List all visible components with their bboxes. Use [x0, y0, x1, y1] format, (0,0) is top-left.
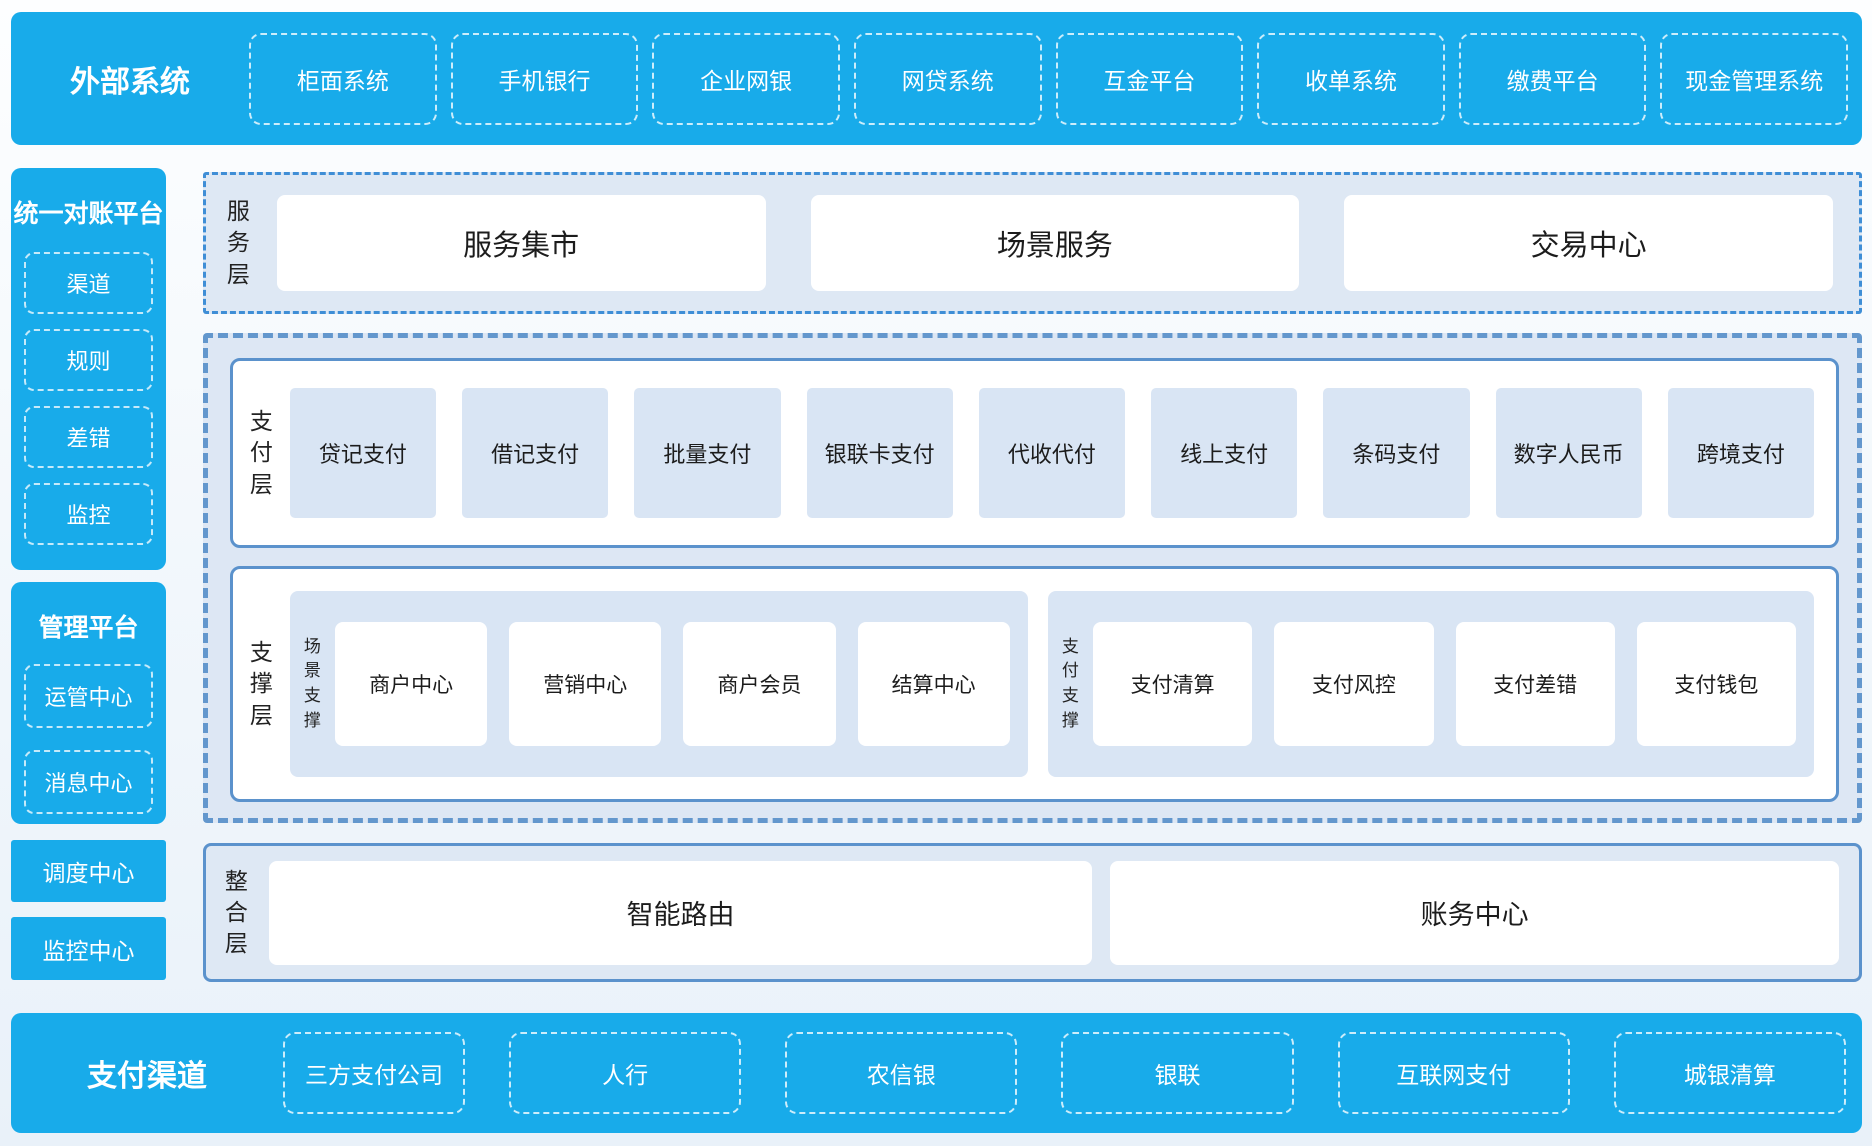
- payment-layer-label: 支付层: [249, 408, 273, 497]
- core-layers-container: 支付层 贷记支付 借记支付 批量支付 银联卡支付 代收代付 线上支付 条码支付 …: [203, 333, 1862, 823]
- channel-pboc: 人行: [509, 1032, 742, 1114]
- external-system-online-loan: 网贷系统: [853, 32, 1042, 125]
- payment-clearing-box: 支付清算: [1092, 622, 1253, 746]
- service-market-box: 服务集市: [276, 195, 766, 291]
- merchant-member-box: 商户会员: [683, 622, 836, 746]
- channel-rural-credit: 农信银: [785, 1032, 1018, 1114]
- service-layer-items: 服务集市 场景服务 交易中心: [276, 195, 1833, 291]
- online-payment-box: 线上支付: [1151, 388, 1298, 518]
- external-systems-title: 外部系统: [70, 65, 190, 99]
- integration-layer-label: 整合层: [224, 867, 248, 957]
- external-system-fee-payment: 缴费平台: [1458, 32, 1647, 125]
- debit-payment-box: 借记支付: [462, 388, 609, 518]
- scene-support-label: 场景支撑: [303, 636, 321, 730]
- dispatch-center-box: 调度中心: [11, 840, 166, 902]
- collection-payment-box: 代收代付: [978, 388, 1125, 518]
- payment-layer-items: 贷记支付 借记支付 批量支付 银联卡支付 代收代付 线上支付 条码支付 数字人民…: [289, 388, 1814, 518]
- reconciliation-platform-panel: 统一对账平台 渠道 规则 差错 监控: [11, 168, 166, 570]
- payment-error-box: 支付差错: [1455, 622, 1615, 746]
- support-layer-panel: 支撑层 场景支撑 商户中心 营销中心 商户会员 结算中心 支付支撑 支付清算 支…: [230, 566, 1839, 802]
- credit-payment-box: 贷记支付: [289, 388, 436, 518]
- external-systems-bar: 外部系统 柜面系统 手机银行 企业网银 网贷系统 互金平台 收单系统 缴费平台 …: [11, 12, 1862, 145]
- trade-center-box: 交易中心: [1344, 195, 1833, 291]
- external-systems-items: 柜面系统 手机银行 企业网银 网贷系统 互金平台 收单系统 缴费平台 现金管理系…: [249, 32, 1848, 125]
- scene-support-group: 场景支撑 商户中心 营销中心 商户会员 结算中心: [289, 591, 1028, 777]
- settlement-center-box: 结算中心: [857, 622, 1010, 746]
- recon-item-errors: 差错: [24, 406, 153, 468]
- payment-wallet-box: 支付钱包: [1636, 622, 1797, 746]
- channel-third-party: 三方支付公司: [283, 1032, 465, 1114]
- external-system-cash-mgmt: 现金管理系统: [1660, 32, 1848, 125]
- support-layer-groups: 场景支撑 商户中心 营销中心 商户会员 结算中心 支付支撑 支付清算 支付风控 …: [289, 591, 1814, 777]
- payment-support-group: 支付支撑 支付清算 支付风控 支付差错 支付钱包: [1047, 591, 1814, 777]
- payment-channels-title: 支付渠道: [87, 1060, 207, 1093]
- recon-item-monitor: 监控: [24, 483, 153, 545]
- payment-risk-box: 支付风控: [1274, 622, 1434, 746]
- external-system-fintech: 互金平台: [1055, 32, 1244, 125]
- channel-city-bank-clearing: 城银清算: [1613, 1032, 1847, 1114]
- scene-support-items: 商户中心 营销中心 商户会员 结算中心: [335, 622, 1010, 746]
- channel-internet-payment: 互联网支付: [1337, 1032, 1570, 1114]
- payment-support-label: 支付支撑: [1061, 636, 1079, 730]
- cross-border-box: 跨境支付: [1667, 388, 1814, 518]
- mgmt-item-ops-center: 运管中心: [24, 664, 153, 728]
- reconciliation-items: 渠道 规则 差错 监控: [11, 252, 166, 545]
- reconciliation-platform-title: 统一对账平台: [13, 200, 164, 228]
- marketing-center-box: 营销中心: [509, 622, 662, 746]
- scene-service-box: 场景服务: [810, 195, 1300, 291]
- management-platform-panel: 管理平台 运管中心 消息中心: [11, 582, 166, 824]
- merchant-center-box: 商户中心: [335, 622, 488, 746]
- service-layer-label: 服务层: [226, 198, 250, 287]
- integration-layer-items: 智能路由 账务中心: [268, 860, 1839, 965]
- barcode-payment-box: 条码支付: [1323, 388, 1470, 518]
- payment-layer-panel: 支付层 贷记支付 借记支付 批量支付 银联卡支付 代收代付 线上支付 条码支付 …: [230, 358, 1839, 548]
- payment-channels-items: 三方支付公司 人行 农信银 银联 互联网支付 城银清算: [283, 1032, 1847, 1114]
- external-system-corp-ebank: 企业网银: [652, 32, 840, 125]
- recon-item-rules: 规则: [24, 329, 153, 391]
- monitor-center-box: 监控中心: [11, 917, 166, 980]
- management-platform-title: 管理平台: [38, 614, 139, 642]
- external-system-mobile-bank: 手机银行: [450, 32, 639, 125]
- payment-channels-bar: 支付渠道 三方支付公司 人行 农信银 银联 互联网支付 城银清算: [11, 1013, 1862, 1133]
- digital-rmb-box: 数字人民币: [1495, 388, 1642, 518]
- unionpay-card-box: 银联卡支付: [806, 388, 953, 518]
- management-items: 运管中心 消息中心: [11, 664, 166, 814]
- recon-item-channel: 渠道: [24, 252, 153, 314]
- channel-unionpay: 银联: [1061, 1032, 1294, 1114]
- accounting-center-box: 账务中心: [1110, 860, 1839, 965]
- integration-layer-panel: 整合层 智能路由 账务中心: [203, 843, 1862, 982]
- support-layer-label: 支撑层: [249, 639, 273, 728]
- service-layer-panel: 服务层 服务集市 场景服务 交易中心: [203, 172, 1862, 314]
- smart-routing-box: 智能路由: [268, 860, 1093, 965]
- payment-support-items: 支付清算 支付风控 支付差错 支付钱包: [1092, 622, 1797, 746]
- batch-payment-box: 批量支付: [634, 388, 781, 518]
- mgmt-item-message-center: 消息中心: [24, 750, 153, 814]
- external-system-counter: 柜面系统: [249, 32, 437, 125]
- external-system-acquiring: 收单系统: [1257, 32, 1445, 125]
